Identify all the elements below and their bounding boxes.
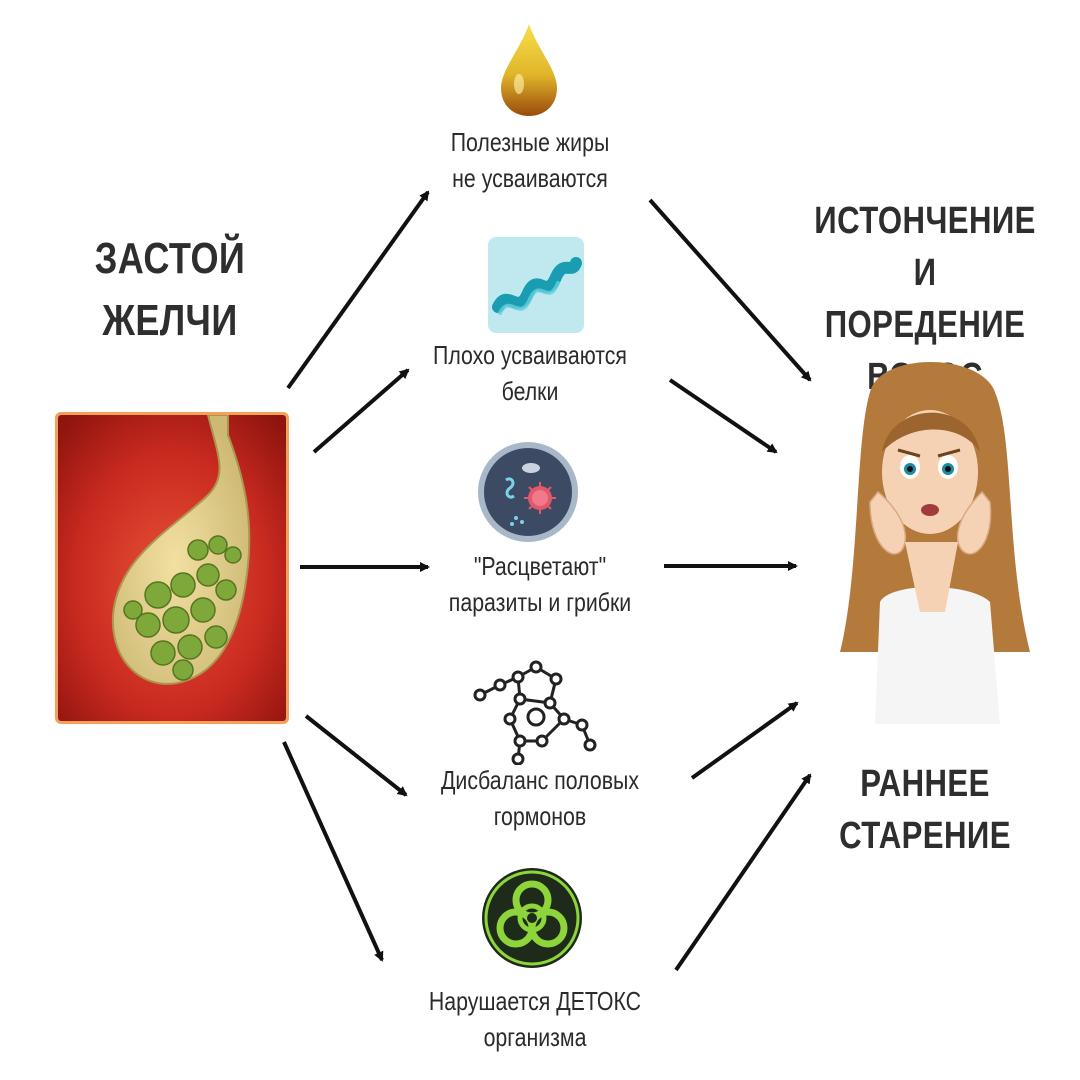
oil-drop-icon bbox=[497, 22, 561, 123]
effect-hair-line2: И ПОРЕДЕНИЕ bbox=[824, 252, 1026, 346]
mechanism-detox-line1: Нарушается ДЕТОКС bbox=[428, 986, 642, 1016]
mechanism-hormones-line2: гормонов bbox=[493, 801, 587, 831]
mechanism-hormones-line1: Дисбаланс половых bbox=[440, 765, 640, 795]
mechanism-proteins: Плохо усваиваются белки bbox=[399, 337, 661, 409]
effect-aging-line2: СТАРЕНИЕ bbox=[839, 815, 1011, 857]
mechanism-parasites: "Расцветают" паразиты и грибки bbox=[409, 548, 671, 620]
protein-helix-icon bbox=[488, 237, 584, 338]
biohazard-icon bbox=[480, 866, 584, 975]
mechanism-parasites-line2: паразиты и грибки bbox=[448, 587, 632, 617]
worried-woman-illustration bbox=[830, 352, 1030, 724]
arrow-cause-to-hormones bbox=[304, 714, 408, 797]
arrow-proteins-to-hair bbox=[668, 378, 778, 454]
arrow-cause-to-detox bbox=[282, 741, 384, 962]
cause-title-line1: ЗАСТОЙ bbox=[94, 234, 246, 283]
arrow-detox-to-aging bbox=[674, 773, 812, 972]
mechanism-fats: Полезные жиры не усваиваются bbox=[407, 124, 653, 196]
mechanism-detox: Нарушается ДЕТОКС организма bbox=[392, 983, 679, 1055]
mechanism-hormones: Дисбаланс половых гормонов bbox=[401, 762, 680, 834]
mechanism-fats-line1: Полезные жиры bbox=[450, 127, 610, 157]
arrow-fats-to-hair bbox=[648, 198, 812, 382]
gallbladder-image bbox=[55, 412, 289, 724]
mechanism-fats-line2: не усваиваются bbox=[452, 163, 608, 193]
molecule-icon bbox=[470, 655, 600, 770]
microbes-icon bbox=[476, 440, 580, 549]
effect-aging-line1: РАННЕЕ bbox=[860, 763, 990, 805]
cause-title: ЗАСТОЙ ЖЕЛЧИ bbox=[72, 228, 269, 352]
mechanism-proteins-line1: Плохо усваиваются bbox=[433, 340, 627, 370]
mechanism-detox-line2: организма bbox=[483, 1022, 587, 1052]
arrow-cause-to-fats bbox=[286, 190, 430, 390]
mechanism-proteins-line2: белки bbox=[501, 376, 559, 406]
arrow-hormones-to-aging bbox=[690, 701, 799, 780]
cause-title-line2: ЖЕЛЧИ bbox=[102, 296, 238, 345]
effect-hair-line1: ИСТОНЧЕНИЕ bbox=[814, 200, 1036, 242]
arrow-cause-to-proteins bbox=[312, 368, 410, 454]
mechanism-parasites-line1: "Расцветают" bbox=[473, 551, 607, 581]
effect-aging-title: РАННЕЕ СТАРЕНИЕ bbox=[823, 758, 1028, 862]
